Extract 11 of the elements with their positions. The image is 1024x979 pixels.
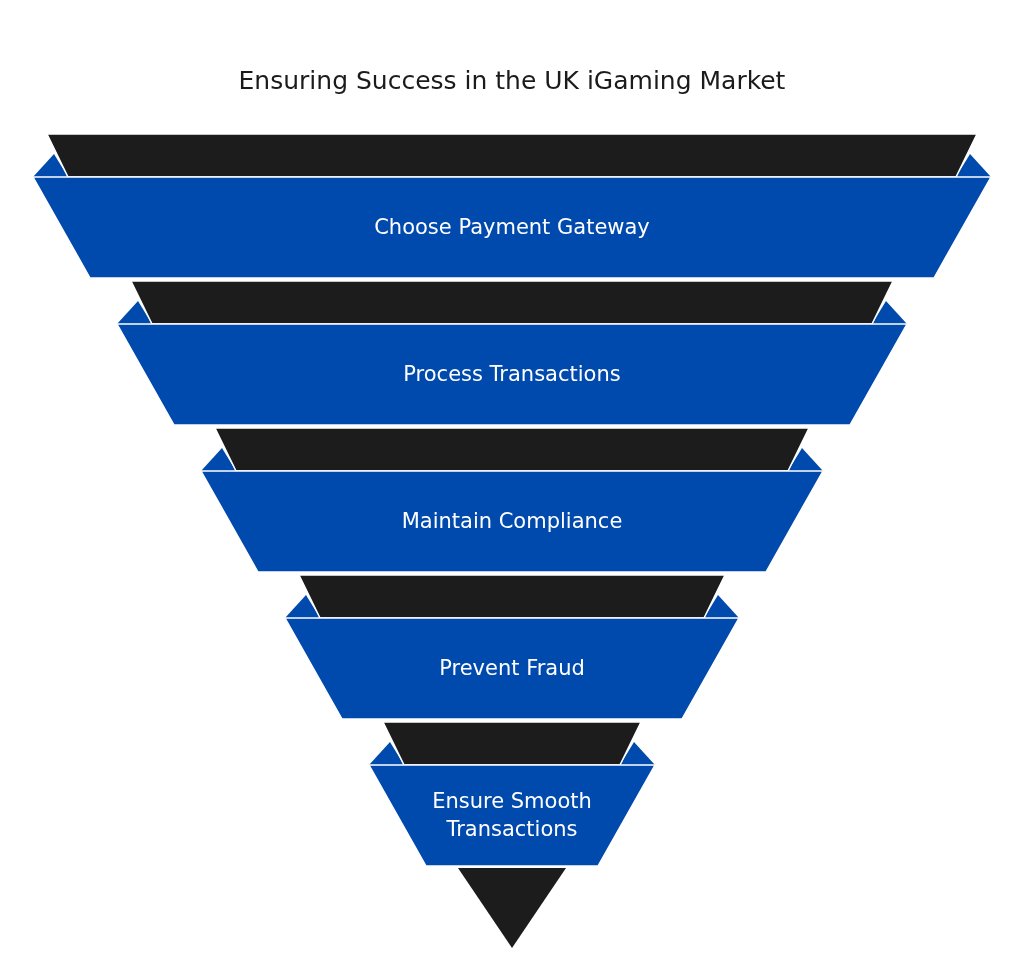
stage-label: Ensure Smooth Transactions — [431, 788, 593, 843]
diagram-title: Ensuring Success in the UK iGaming Market — [238, 66, 786, 95]
funnel-stage — [117, 324, 907, 425]
stage-label: Maintain Compliance — [401, 507, 623, 535]
funnel-stage — [285, 618, 739, 719]
stage-label: Choose Payment Gateway — [374, 213, 650, 241]
stage-label: Process Transactions — [403, 360, 621, 388]
funnel-stage — [33, 177, 991, 278]
stage-label: Prevent Fraud — [439, 654, 585, 682]
funnel-stage — [201, 471, 823, 572]
funnel-stage — [369, 765, 655, 866]
